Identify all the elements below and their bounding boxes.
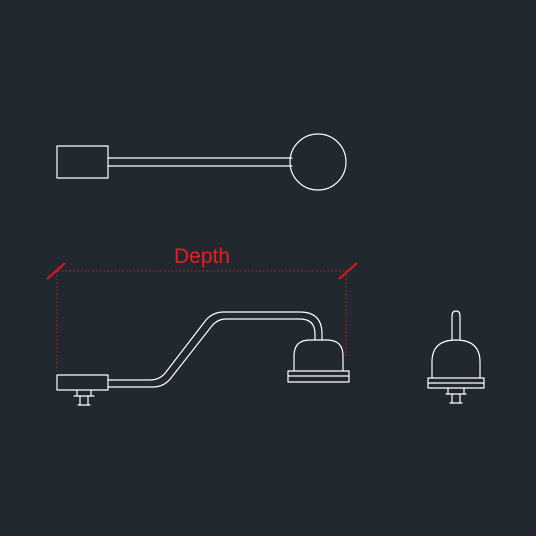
front-view (427, 310, 485, 404)
top-view-lamp-head (289, 133, 347, 191)
top-view-arm (107, 157, 293, 167)
depth-tick-left (46, 262, 66, 280)
top-view-base-block (56, 145, 109, 179)
depth-dimension: Depth (46, 245, 358, 371)
side-view-arm-upper (107, 311, 323, 381)
depth-tick-right (338, 262, 358, 280)
side-view-arm-lower (107, 318, 316, 388)
top-view (56, 133, 347, 191)
front-view-stem (451, 310, 461, 341)
front-view-lamp-dome (431, 339, 481, 379)
depth-label: Depth (174, 245, 230, 268)
side-view-lamp-dome (293, 339, 344, 372)
front-view-clamp-screw (445, 387, 467, 404)
side-view (56, 311, 350, 406)
side-view-clamp-screw (73, 389, 95, 406)
side-view-base-block (56, 374, 109, 391)
